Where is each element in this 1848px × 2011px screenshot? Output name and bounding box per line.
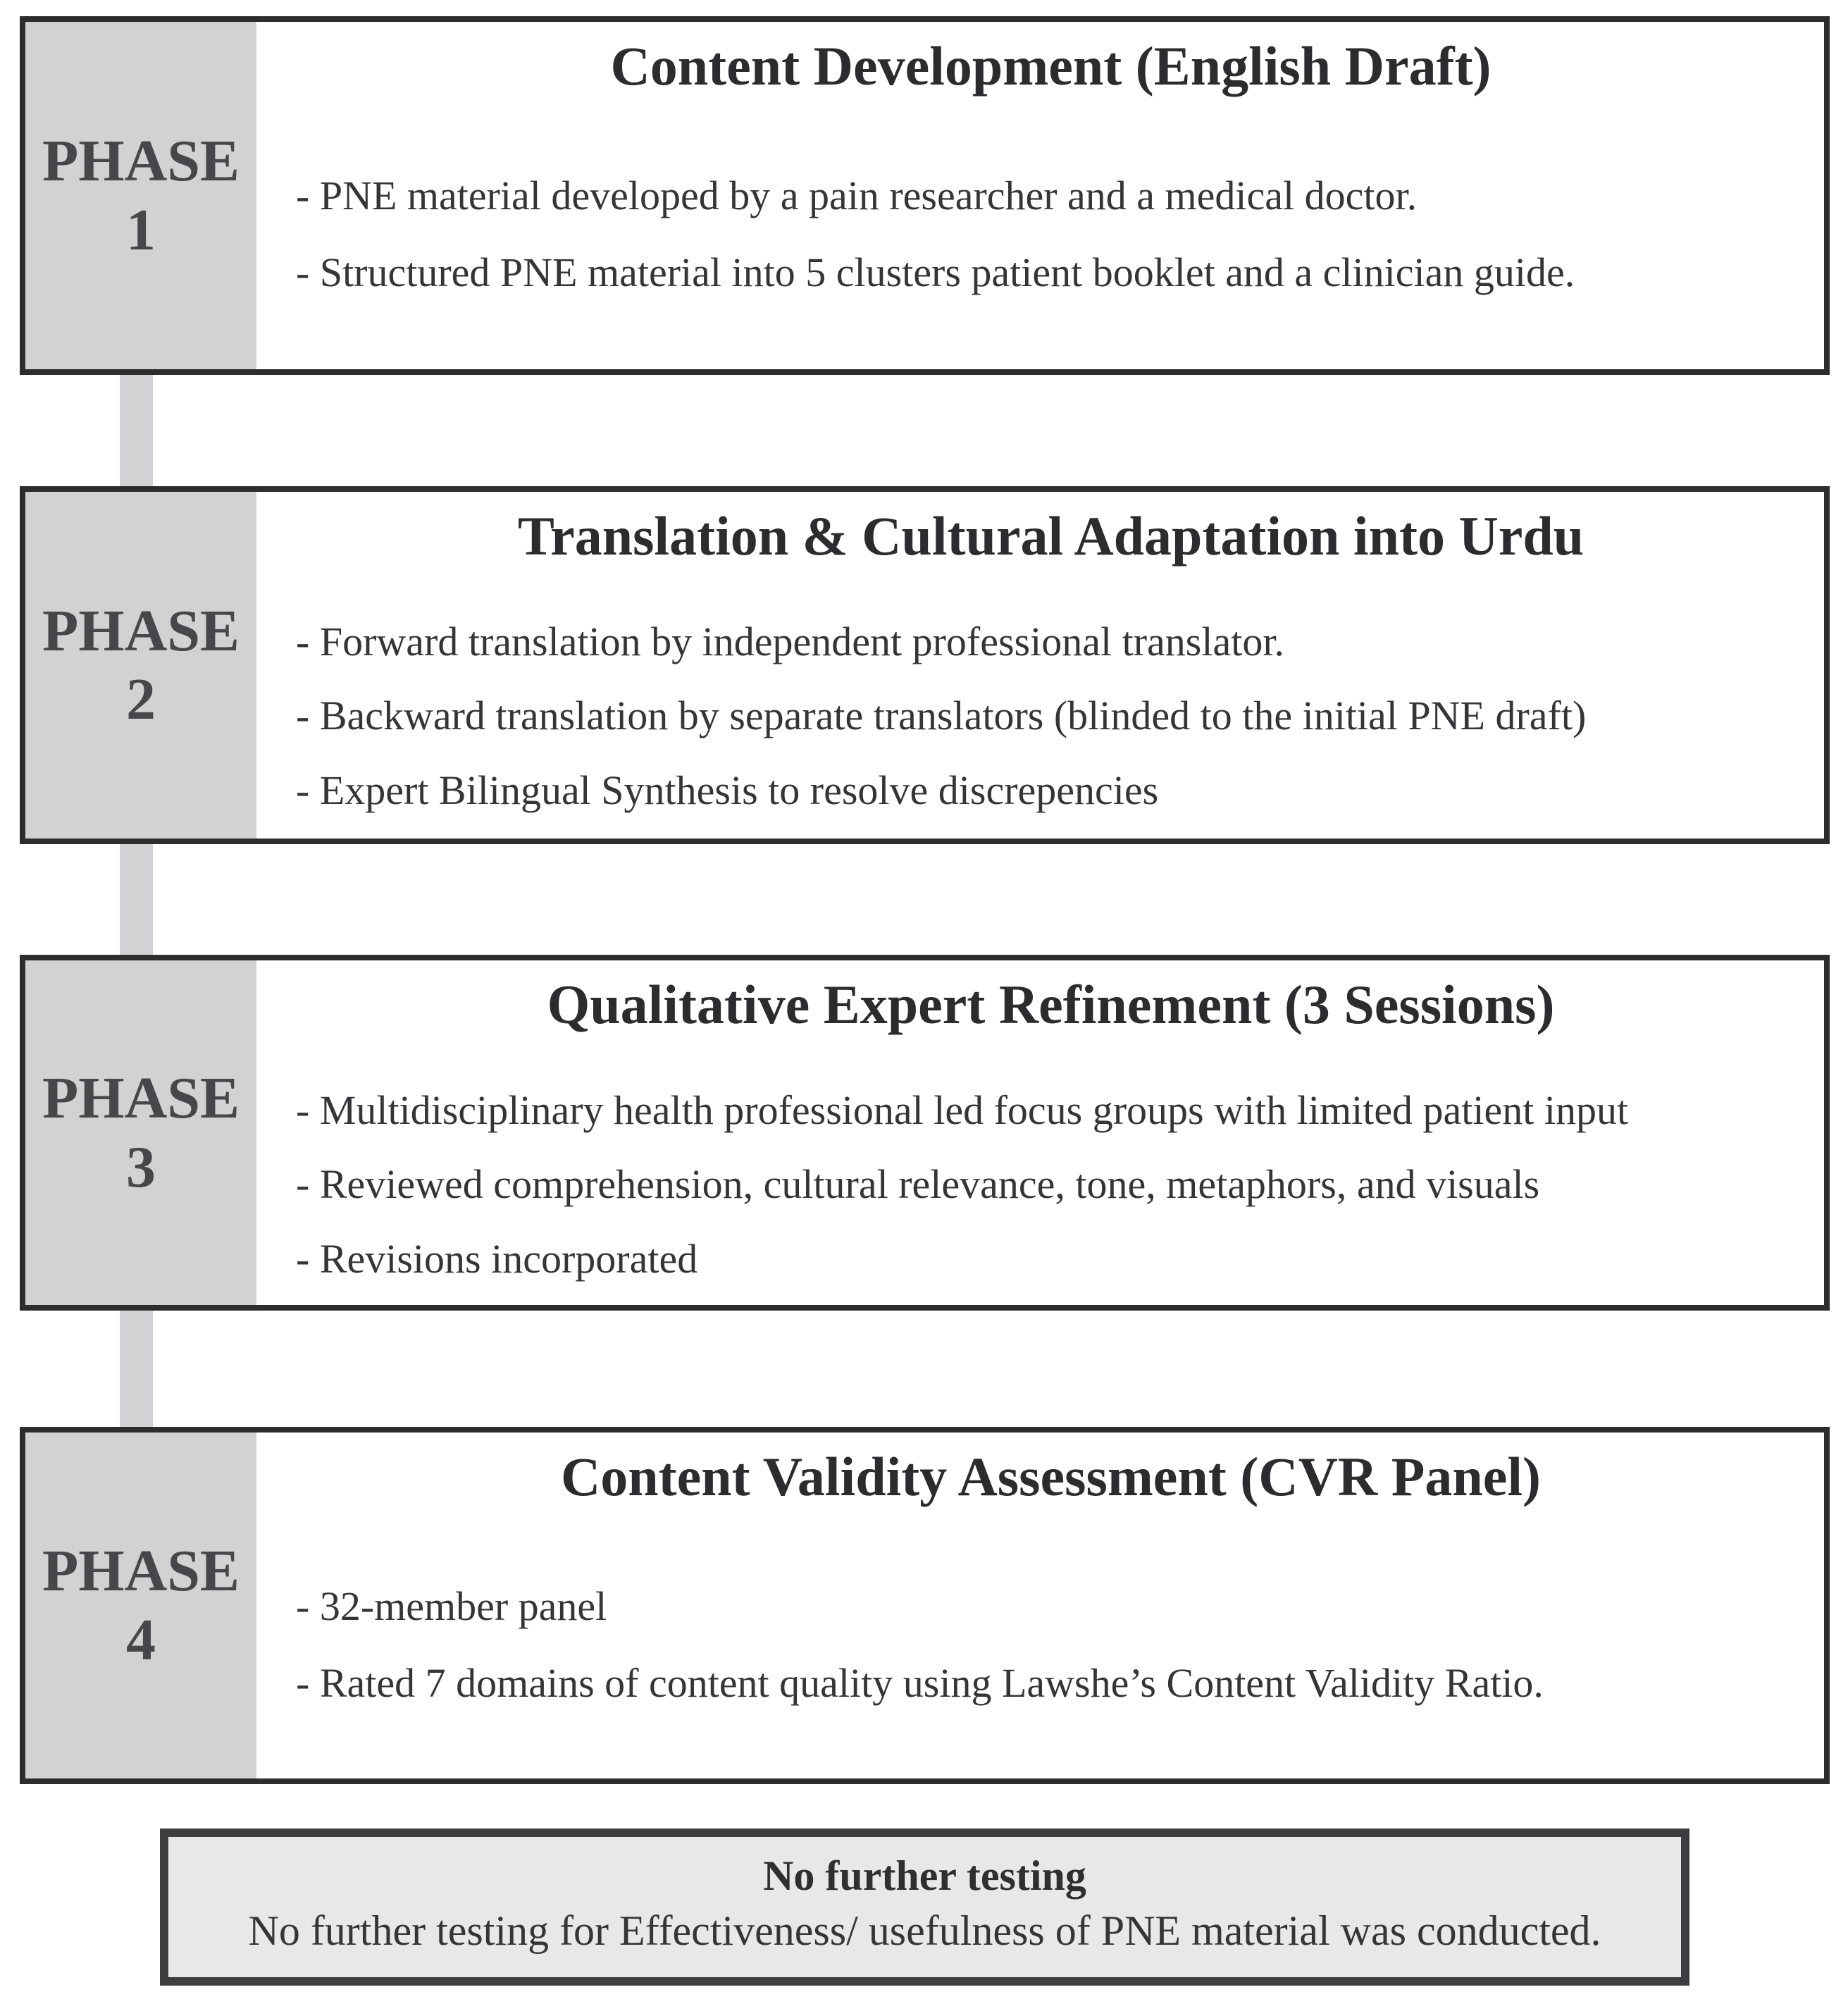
bullet: - Multidisciplinary health professional … (296, 1087, 1629, 1133)
bullet: - Reviewed comprehension, cultural relev… (296, 1161, 1540, 1208)
phase-4-label: PHASE 4 (25, 1433, 256, 1778)
phase-1-label: PHASE 1 (25, 22, 256, 369)
bullet: - Backward translation by separate trans… (296, 693, 1587, 739)
phase-2-label: PHASE 2 (25, 492, 256, 839)
bullet: - Expert Bilingual Synthesis to resolve … (296, 767, 1159, 813)
phase-2-bullets: - Forward translation by independent pro… (296, 617, 1806, 815)
phase-label-word: PHASE (42, 128, 240, 194)
no-further-testing-box: No further testing No further testing fo… (160, 1829, 1689, 1986)
phase-label-word: PHASE (42, 1065, 240, 1132)
bullet: - Rated 7 domains of content quality usi… (296, 1660, 1544, 1707)
outcome-title: No further testing (763, 1852, 1086, 1899)
phase-3-bullets: - Multidisciplinary health professional … (296, 1086, 1806, 1284)
phase-4-title: Content Validity Assessment (CVR Panel) (560, 1446, 1542, 1507)
connector-phase2-phase3 (120, 836, 153, 964)
phase-3-box: PHASE 3 Qualitative Expert Refinement (3… (20, 955, 1830, 1311)
phase-1-content: Content Development (English Draft) - PN… (256, 22, 1824, 369)
phase-4-bullets: - 32-member panel - Rated 7 domains of c… (296, 1582, 1806, 1708)
phase-label-word: PHASE (42, 1538, 240, 1604)
phase-1-bullets: - PNE material developed by a pain resea… (296, 171, 1806, 297)
phase-label-number: 1 (126, 197, 156, 263)
phase-4-content: Content Validity Assessment (CVR Panel) … (256, 1433, 1824, 1778)
connector-phase1-phase2 (120, 366, 153, 495)
phase-3-content: Qualitative Expert Refinement (3 Session… (256, 960, 1824, 1305)
connector-phase3-phase4 (120, 1302, 153, 1436)
phase-2-title: Translation & Cultural Adaptation into U… (517, 505, 1585, 567)
phase-1-title: Content Development (English Draft) (610, 35, 1492, 97)
phase-4-box: PHASE 4 Content Validity Assessment (CVR… (20, 1427, 1830, 1784)
bullet: - Structured PNE material into 5 cluster… (296, 249, 1575, 296)
phase-2-content: Translation & Cultural Adaptation into U… (256, 492, 1824, 839)
phase-3-label: PHASE 3 (25, 960, 256, 1305)
phase-label-word: PHASE (42, 598, 240, 664)
phase-3-title: Qualitative Expert Refinement (3 Session… (547, 974, 1555, 1035)
phase-2-box: PHASE 2 Translation & Cultural Adaptatio… (20, 486, 1830, 844)
phase-label-number: 2 (126, 667, 156, 732)
bullet: - Forward translation by independent pro… (296, 618, 1284, 664)
phase-1-box: PHASE 1 Content Development (English Dra… (20, 16, 1830, 375)
outcome-text: No further testing for Effectiveness/ us… (248, 1907, 1601, 1954)
bullet: - 32-member panel (296, 1583, 607, 1629)
bullet: - PNE material developed by a pain resea… (296, 172, 1418, 218)
phase-label-number: 3 (126, 1134, 156, 1200)
phase-label-number: 4 (126, 1607, 156, 1673)
bullet: - Revisions incorporated (296, 1235, 698, 1282)
